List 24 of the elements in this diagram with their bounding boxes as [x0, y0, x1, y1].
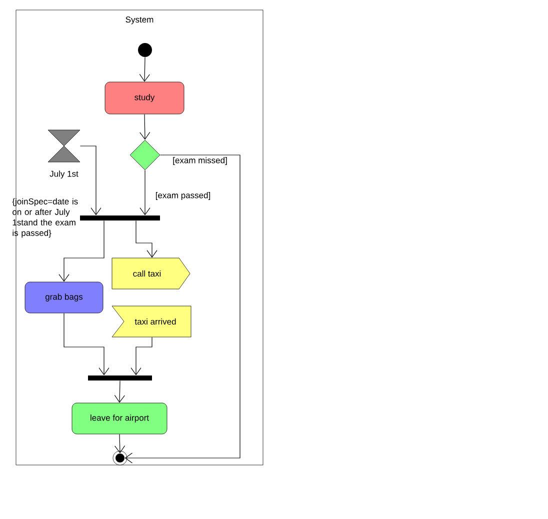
time-event: July 1st — [48, 130, 80, 178]
initial-node — [138, 43, 152, 57]
arrow — [124, 154, 240, 464]
arrow — [139, 56, 150, 82]
join-bar — [88, 376, 152, 380]
edge-label: [exam missed] — [172, 156, 228, 166]
accept-event: taxi arrived — [112, 306, 192, 338]
arrow — [114, 434, 126, 454]
arrow — [58, 220, 104, 282]
edge-label: [exam passed] — [154, 191, 212, 201]
action-box: leave for airport — [72, 402, 168, 434]
arrow — [80, 146, 102, 216]
decision-diamond — [130, 140, 160, 170]
node-label: July 1st — [50, 170, 78, 178]
final-node — [112, 450, 128, 466]
arrow — [136, 220, 158, 258]
action-box: grab bags — [24, 282, 104, 314]
send-signal: call taxi — [112, 258, 190, 290]
arrow — [130, 336, 152, 376]
arrow — [140, 170, 150, 216]
arrow — [114, 380, 125, 403]
arrow — [64, 312, 110, 376]
arrow — [140, 114, 150, 140]
action-box: study — [104, 82, 184, 114]
